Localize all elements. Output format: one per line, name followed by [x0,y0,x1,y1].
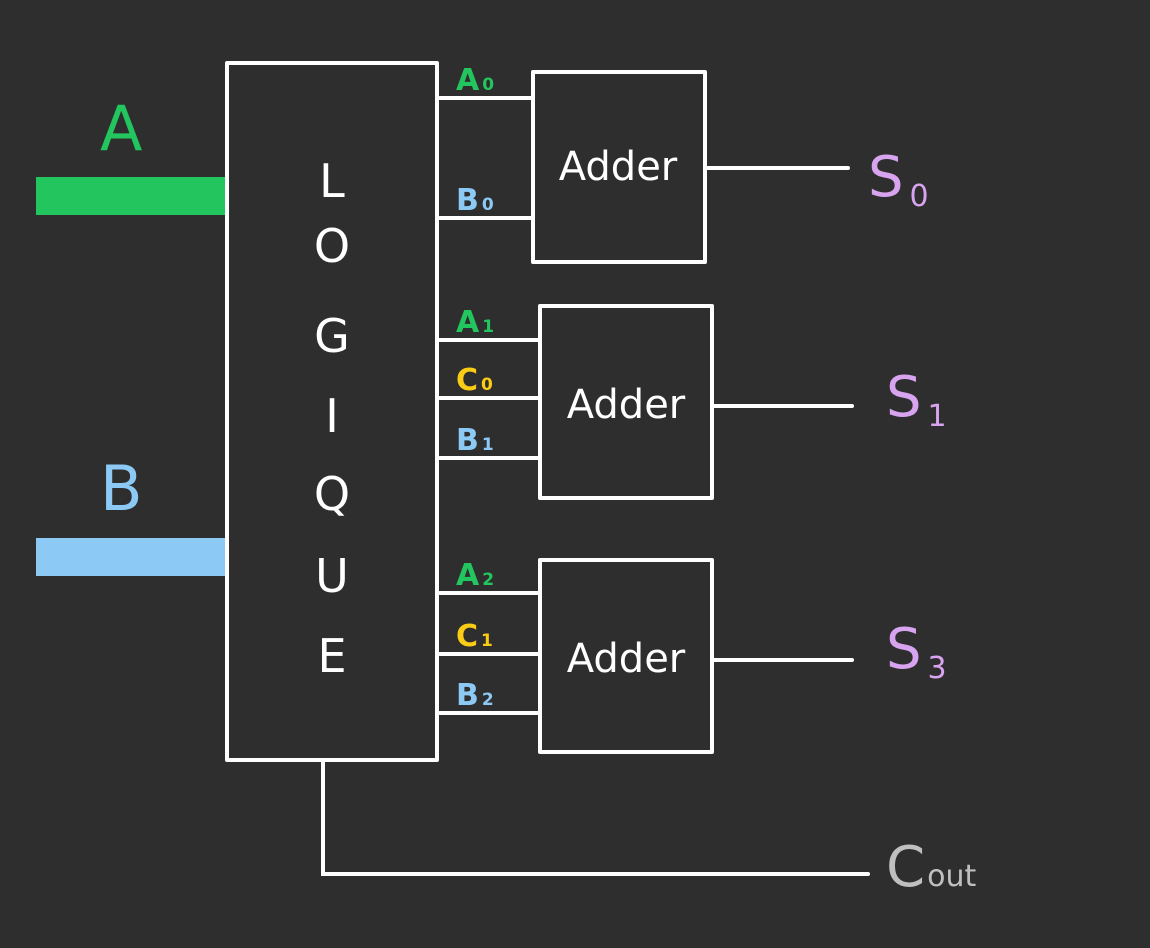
bus-a [36,177,226,215]
logic-letter: I [325,389,339,443]
bus-a-label: A [100,92,142,165]
bus-b-label: B [100,452,143,525]
adder-label: Adder [567,382,686,428]
bus-b [36,538,226,576]
logic-letter: Q [314,467,350,521]
adder-box [538,304,714,500]
adder-label: Adder [567,636,686,682]
logic-letter: O [314,219,350,273]
logic-block [225,61,439,762]
logic-letter: U [315,549,349,603]
carry-out-label: Cout [886,835,976,900]
logic-letter: E [317,629,346,683]
carry-out-wire [321,760,870,876]
adder-label: Adder [559,144,678,190]
logic-letter: G [314,309,350,363]
logic-letter: L [319,154,345,208]
